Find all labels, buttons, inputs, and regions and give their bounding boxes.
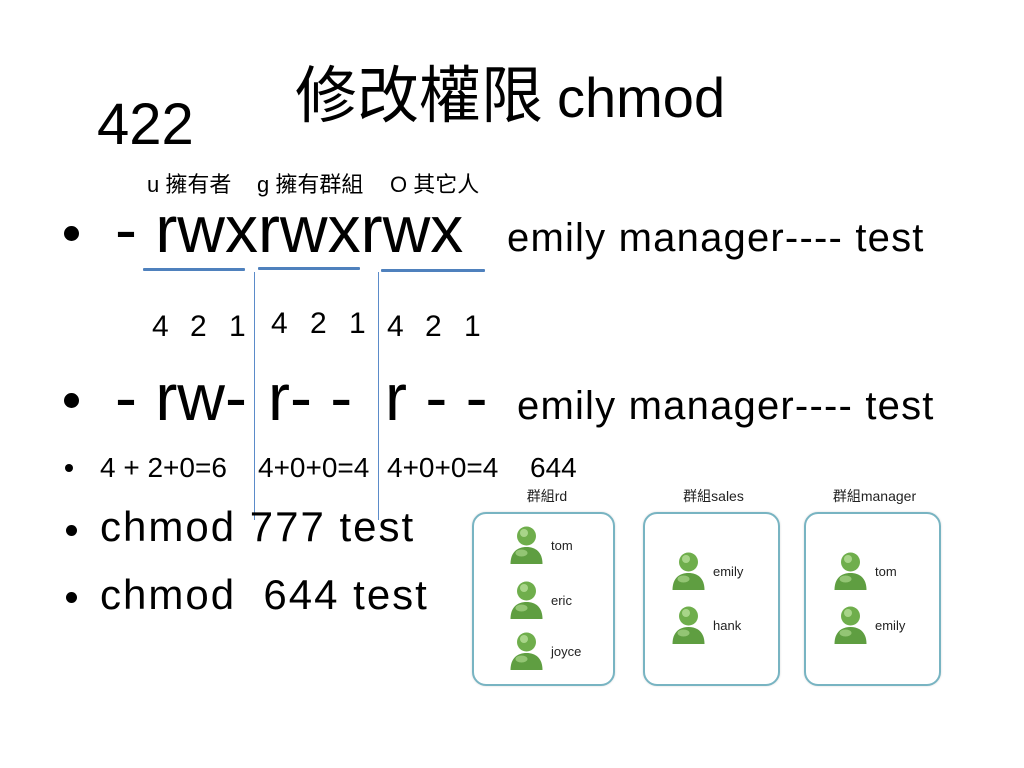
underline-user (143, 268, 245, 271)
group-member: emily (832, 605, 905, 645)
label-user-owner: u 擁有者 (147, 172, 232, 197)
user-icon (670, 551, 707, 591)
bullet (64, 393, 79, 408)
command-chmod-777: chmod 777 test (100, 503, 416, 550)
weight-digit: 4 (387, 310, 404, 343)
perm-description: emily manager---- test (507, 216, 925, 260)
label-group-owner: g 擁有群組 (257, 172, 364, 197)
bullet (65, 464, 73, 472)
user-icon (508, 631, 545, 671)
title-cjk-text: 修改權限 (295, 63, 544, 131)
divider-line-user-group (254, 272, 255, 520)
group-member: tom (832, 551, 897, 591)
group-box-rd: tom eric joyce (472, 512, 615, 686)
member-name: hank (713, 617, 742, 633)
label-others: O 其它人 (390, 172, 480, 197)
sum-others: 4+0+0=4 (387, 452, 499, 483)
underline-others (381, 269, 485, 272)
weight-digit: 2 (190, 310, 207, 343)
sum-result: 644 (530, 452, 577, 483)
member-name: emily (713, 563, 744, 579)
member-name: tom (551, 537, 573, 553)
user-icon (832, 605, 869, 645)
group-member: tom (508, 525, 573, 565)
group-member: emily (670, 551, 743, 591)
weight-digit: 2 (425, 310, 442, 343)
member-name: emily (875, 617, 906, 633)
member-name: tom (875, 563, 897, 579)
group-member: eric (508, 580, 572, 620)
bullet (66, 525, 77, 536)
weight-digit: 1 (464, 310, 481, 343)
sum-group: 4+0+0=4 (258, 452, 370, 483)
weight-digit: 4 (271, 307, 288, 340)
perm-part-others: r - - (385, 360, 488, 434)
user-icon (508, 525, 545, 565)
group-label-rd: 群組rd (526, 488, 568, 504)
user-icon (508, 580, 545, 620)
group-label-sales: 群組sales (683, 488, 744, 504)
slide-title: 修改權限 chmod (295, 66, 725, 128)
perm-rwxrwxrwx: - rwxrwxrwx (115, 192, 464, 266)
group-member: joyce (508, 631, 581, 671)
title-command-text: chmod (557, 66, 726, 129)
group-label-manager: 群組manager (832, 488, 917, 504)
underline-group (258, 267, 360, 270)
bullet (64, 226, 79, 241)
group-box-manager: tom emily (804, 512, 941, 686)
user-icon (832, 551, 869, 591)
user-icon (670, 605, 707, 645)
perm-part-user: - rw- (115, 360, 247, 434)
command-chmod-644: chmod 644 test (100, 571, 429, 618)
group-box-sales: emily hank (643, 512, 780, 686)
weight-digit: 1 (349, 307, 366, 340)
corner-number: 422 (97, 92, 194, 157)
weight-digit: 2 (310, 307, 327, 340)
divider-line-group-others (378, 272, 379, 520)
member-name: eric (551, 592, 572, 608)
weight-digit: 1 (229, 310, 246, 343)
perm-part-group: r- - (268, 360, 353, 434)
sum-user: 4 + 2+0=6 (100, 452, 227, 483)
perm-description: emily manager---- test (517, 384, 935, 428)
weight-digit: 4 (152, 310, 169, 343)
group-member: hank (670, 605, 741, 645)
bullet (66, 592, 77, 603)
member-name: joyce (551, 643, 582, 659)
